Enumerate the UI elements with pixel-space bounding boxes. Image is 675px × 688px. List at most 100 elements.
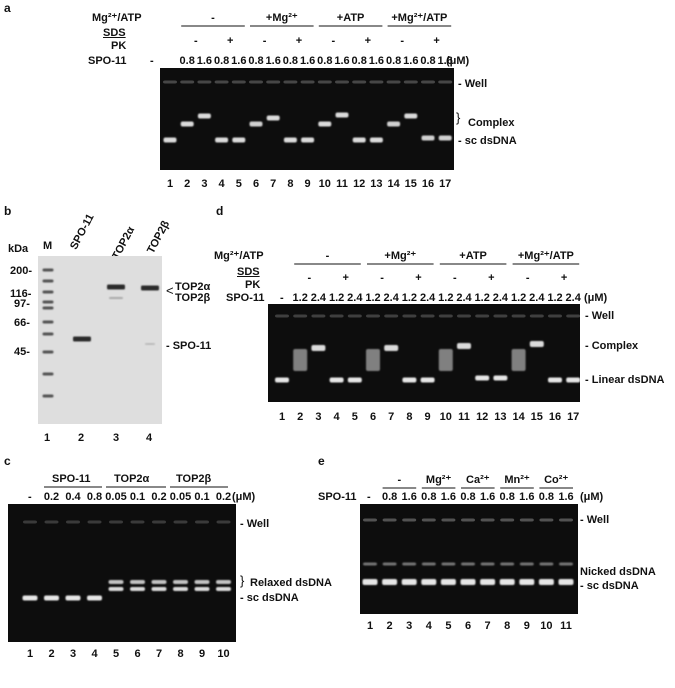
panel-a-well-band-7 (266, 80, 281, 84)
panel-d-group-1-label: - (325, 250, 330, 262)
panel-c-relaxed-upper-band-7 (151, 580, 167, 584)
panel-a-well-band-1 (163, 80, 177, 84)
panel-a-lane-number-2: 2 (184, 178, 191, 190)
panel-c-lane-2-conc: 0.2 (43, 491, 60, 503)
panel-e-lane-number-10: 10 (540, 620, 553, 632)
panel-a-dna-band-1 (163, 137, 177, 143)
panel-e-lane-number-11: 11 (560, 620, 572, 632)
panel-e-nicked-band-7 (480, 562, 495, 566)
panel-b-marker-66: 66- (14, 317, 30, 329)
panel-d-well-band-14 (511, 314, 526, 318)
panel-d-well-band-12 (475, 314, 490, 318)
panel-d-dna-band-7 (384, 345, 399, 351)
panel-c-well-band-7 (152, 520, 166, 524)
panel-e-sc-band-1 (362, 579, 378, 585)
panel-d-lane-6-conc: 1.2 (365, 292, 381, 304)
panel-a-well-band-6 (249, 80, 263, 84)
panel-d-lane-4-conc: 1.2 (328, 292, 345, 304)
panel-c-lane-number-3: 3 (69, 648, 77, 660)
panel-b-ladder-band-8 (42, 350, 54, 354)
panel-d-lane-13-conc: 2.4 (492, 292, 509, 304)
panel-a-lane-17-conc: 1.6 (437, 55, 453, 67)
panel-d-well-band-15 (529, 314, 544, 318)
panel-d-dna-band-15 (529, 341, 544, 347)
panel-e-lane-number-9: 9 (523, 620, 530, 632)
panel-b-marker-45: 45- (14, 346, 30, 358)
panel-a-unit: (μM) (446, 55, 470, 67)
panel-c-relaxed-lower-band-8 (173, 587, 188, 591)
panel-a-lane-11-conc: 1.6 (334, 55, 350, 67)
panel-a-group-1-label: - (211, 12, 215, 24)
panel-c-lane-9-conc: 0.1 (194, 491, 210, 503)
panel-d-well-band-17 (566, 314, 580, 318)
panel-d-lane-number-7: 7 (388, 411, 395, 423)
panel-d-dna-band-9 (420, 377, 435, 383)
panel-c-lane-number-6: 6 (134, 648, 141, 660)
panel-d-well-band-6 (366, 314, 380, 318)
panel-a-well-band-10 (317, 80, 332, 84)
panel-a-lane-16-conc: 0.8 (420, 55, 436, 67)
panel-a-well-band-12 (352, 80, 367, 84)
panel-e-lane-number-4: 4 (425, 620, 432, 632)
panel-d-lane-8-conc: 1.2 (401, 292, 418, 304)
panel-c-group-top2a: TOP2α (114, 473, 150, 485)
panel-c-relaxed-lower-band-9 (194, 587, 210, 591)
panel-b-top2b-label: TOP2β (175, 292, 211, 304)
panel-e-nicked-band-6 (461, 562, 475, 566)
panel-d-lane-number-14: 14 (512, 411, 525, 423)
panel-b-ladder-band-1 (42, 268, 54, 272)
panel-d-well-band-4 (329, 314, 344, 318)
panel-c-well-band-2 (44, 520, 59, 524)
panel-b-lane-4: 4 (146, 432, 153, 444)
panel-b-ladder-band-5 (42, 306, 54, 310)
panel-a-lane-number-13: 13 (370, 178, 383, 190)
panel-e-sc-band-9 (519, 579, 535, 585)
panel-a-group-2-label: +Mg²⁺ (265, 12, 298, 24)
panel-c-well-band-9 (195, 520, 209, 524)
panel-c-lane-number-1: 1 (26, 648, 34, 660)
panel-d-spo11-label: SPO-11 (226, 292, 265, 304)
panel-d-group-3-sds-minus: - (453, 272, 457, 284)
panel-a-lane-8-conc: 0.8 (282, 55, 299, 67)
panel-b-lane-2: 2 (78, 432, 85, 444)
panel-e-well-band-10 (539, 518, 554, 522)
panel-d-well-band-9 (420, 314, 435, 318)
panel-a-group-3-label: +ATP (336, 12, 365, 24)
panel-c-well-band-4 (87, 520, 102, 524)
panel-d-dna-band-13 (493, 375, 508, 381)
panel-a-lane-15-conc: 1.6 (403, 55, 419, 67)
panel-a-well-band-8 (283, 80, 298, 84)
panel-d-unit: (μM) (584, 292, 608, 304)
panel-a-lane-number-4: 4 (218, 178, 225, 190)
panel-a-well-band-14 (386, 80, 401, 84)
panel-a-well-band-11 (335, 80, 349, 84)
panel-d-lane-number-1: 1 (278, 411, 286, 423)
panel-d-lane-number-12: 12 (476, 411, 489, 423)
panel-c-lane1-dash: - (28, 491, 32, 503)
panel-d-lane-number-2: 2 (297, 411, 304, 423)
panel-a-lane-number-10: 10 (318, 178, 331, 190)
panel-e-lane-10-conc: 0.8 (538, 491, 555, 503)
panel-a-lane-number-6: 6 (252, 178, 260, 190)
panel-c-relaxed-upper-band-6 (130, 580, 145, 584)
panel-e-sc-band-2 (382, 579, 398, 585)
panel-d-linear-label: - Linear dsDNA (585, 374, 665, 386)
panel-d-lane-11-conc: 2.4 (456, 292, 472, 304)
panel-d-complex-label: - Complex (585, 340, 639, 352)
panel-b-ladder-band-9 (42, 372, 54, 376)
panel-a-gel (160, 68, 454, 170)
panel-a-lane-10-conc: 0.8 (317, 55, 333, 67)
panel-d-gel-bands (275, 314, 580, 383)
panel-e-well-band-2 (382, 518, 397, 522)
panel-e-sc-band-11 (558, 579, 574, 585)
panel-a-group-1-sds-plus: + (226, 35, 234, 47)
panel-c-well-band-6 (130, 520, 145, 524)
panel-e-lane-5-conc: 1.6 (440, 491, 457, 503)
panel-e-scdsdna-label: - sc dsDNA (580, 580, 639, 592)
panel-e-well-band-1 (363, 518, 377, 522)
panel-c-gel (8, 504, 236, 642)
panel-b-lane-1: 1 (44, 432, 51, 444)
panel-a-group-2-sds-plus: + (295, 35, 303, 47)
panel-e-lane-2-conc: 0.8 (381, 491, 398, 503)
